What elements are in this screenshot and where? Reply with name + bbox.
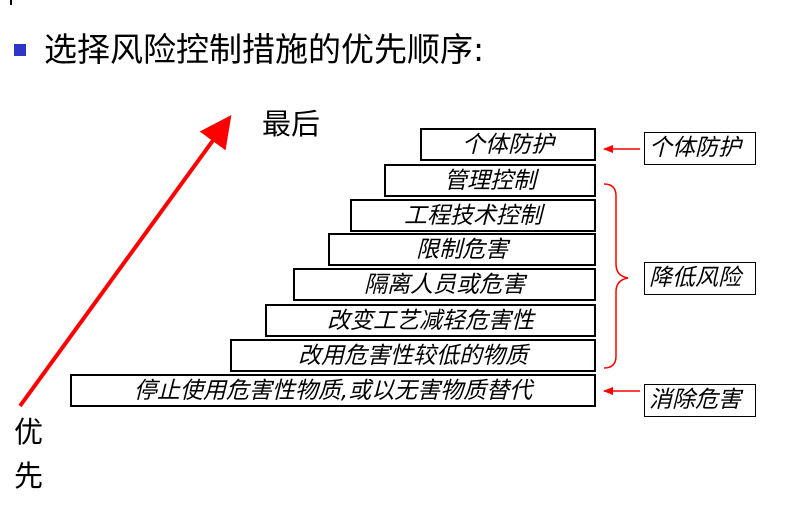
step-isolate: 隔离人员或危害: [293, 268, 596, 301]
step-limit-hazard: 限制危害: [328, 233, 596, 266]
step-substitute-material: 改用危害性较低的物质: [230, 339, 596, 372]
category-ppe: 个体防护: [644, 132, 756, 165]
label-last: 最后: [262, 107, 321, 141]
top-edge-mark: [10, 0, 12, 5]
bullet-square-icon: [14, 44, 26, 56]
category-reduce-risk: 降低风险: [644, 262, 756, 295]
reduce-risk-brace: [603, 183, 629, 369]
page-title: 选择风险控制措施的优先顺序:: [44, 30, 485, 69]
step-engineering-control: 工程技术控制: [350, 199, 596, 232]
step-eliminate: 停止使用危害性物质,或以无害物质替代: [70, 374, 596, 407]
category-eliminate-hazard: 消除危害: [644, 384, 756, 417]
step-ppe: 个体防护: [420, 128, 596, 161]
label-first: 优先: [14, 415, 44, 493]
priority-arrow: [18, 115, 232, 408]
step-change-process: 改变工艺减轻危害性: [265, 304, 596, 337]
step-admin-control: 管理控制: [384, 164, 596, 197]
